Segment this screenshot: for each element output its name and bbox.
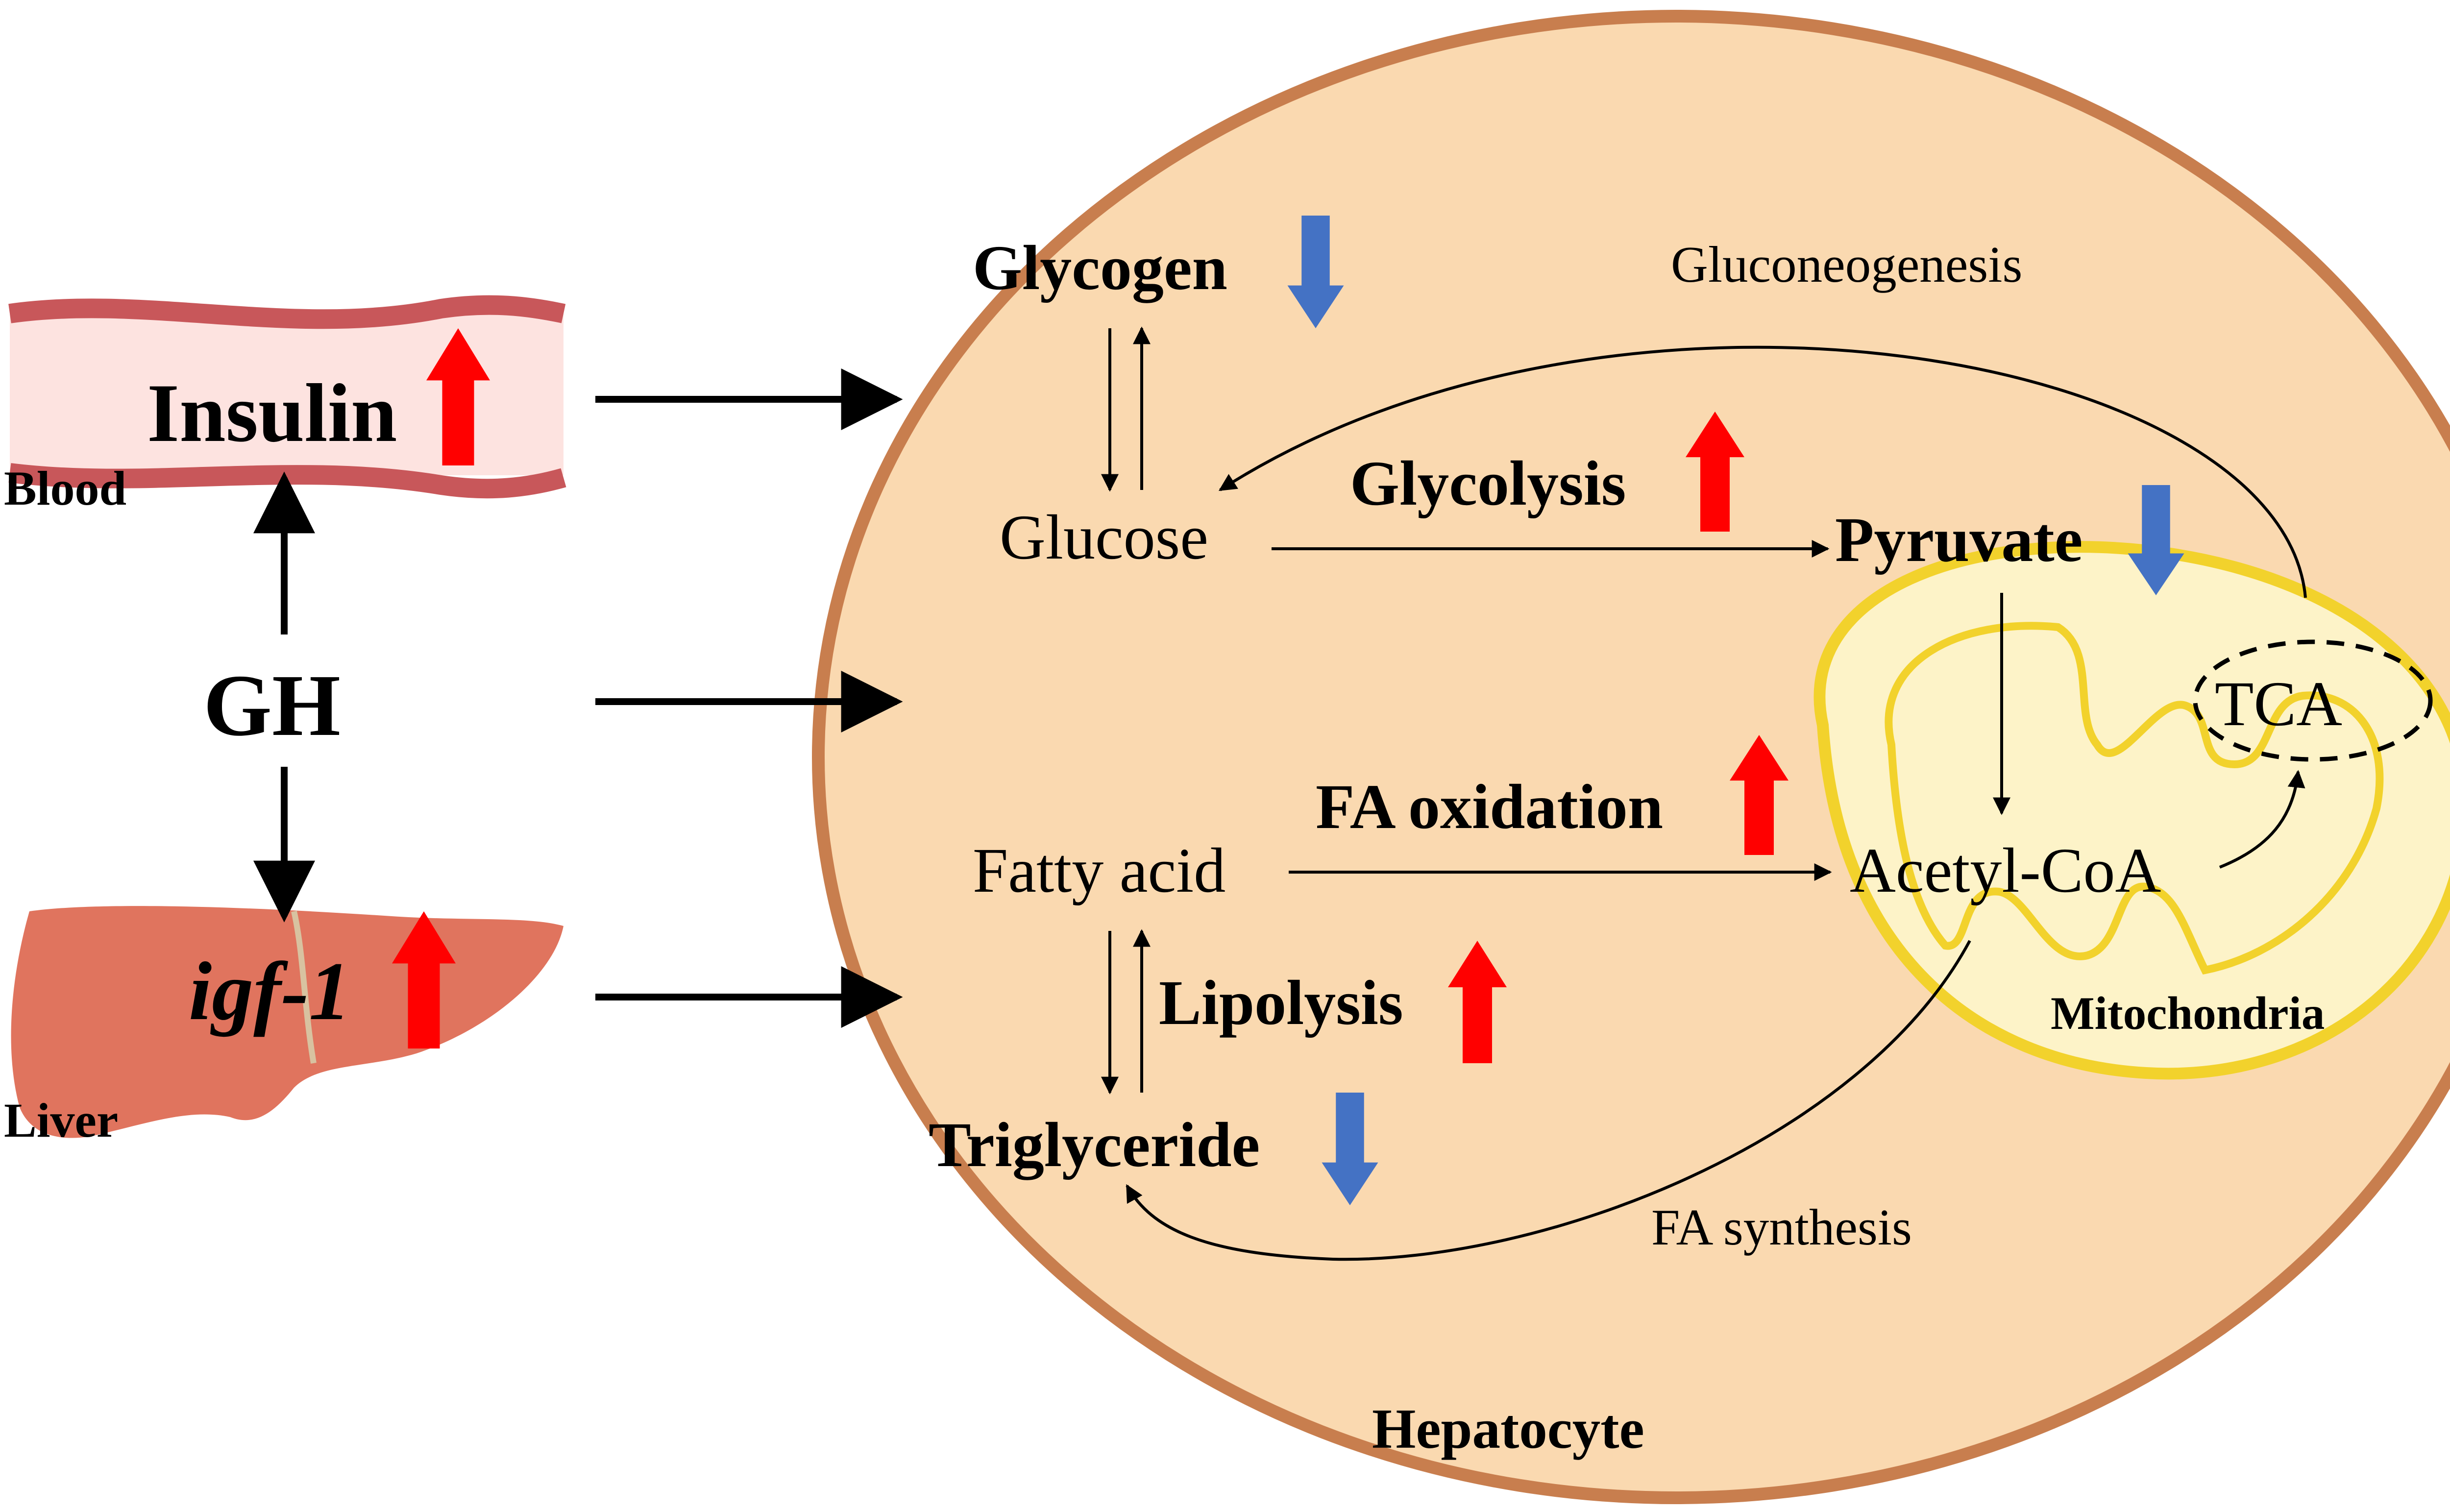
pathway-arrows bbox=[1101, 326, 2307, 1261]
labels: Insulin Blood GH igf-1 Liver Glycogen Gl… bbox=[4, 233, 2342, 1460]
fa-synthesis-arrow bbox=[1126, 940, 1971, 1261]
igf1-label: igf-1 bbox=[189, 945, 350, 1037]
glycogen-label: Glycogen bbox=[973, 233, 1227, 303]
signal-arrows bbox=[253, 368, 903, 1028]
glycogen-down-arrow-icon bbox=[1287, 216, 1344, 328]
insulin-label: Insulin bbox=[147, 367, 397, 459]
fa-oxidation-label: FA oxidation bbox=[1316, 772, 1663, 842]
insulin-up-arrow-icon bbox=[426, 328, 490, 465]
mitochondria-label: Mitochondria bbox=[2051, 987, 2325, 1039]
pyruvate-label: Pyruvate bbox=[1835, 505, 2082, 575]
fa-oxidation-up-arrow-icon bbox=[1730, 735, 1788, 855]
tca-label: TCA bbox=[2215, 669, 2342, 739]
gluconeogenesis-label: Gluconeogenesis bbox=[1671, 236, 2022, 293]
liver-label: Liver bbox=[4, 1093, 118, 1147]
glycolysis-up-arrow-icon bbox=[1686, 412, 1744, 532]
triglyceride-label: Triglyceride bbox=[929, 1110, 1260, 1180]
mitochondria-organelle bbox=[1813, 541, 2450, 1080]
glucose-label: Glucose bbox=[1000, 502, 1208, 573]
tca-cycle-ellipse bbox=[2193, 639, 2433, 762]
hepatocyte-label: Hepatocyte bbox=[1372, 1398, 1644, 1460]
hepatocyte-cell bbox=[812, 10, 2450, 1504]
blood-label: Blood bbox=[4, 461, 126, 515]
gh-label: GH bbox=[203, 657, 341, 754]
igf1-up-arrow-icon bbox=[392, 911, 456, 1049]
fatty-acid-label: Fatty acid bbox=[973, 835, 1225, 906]
lipolysis-label: Lipolysis bbox=[1159, 968, 1403, 1038]
fa-synthesis-label: FA synthesis bbox=[1651, 1198, 1912, 1256]
glycolysis-label: Glycolysis bbox=[1350, 448, 1626, 519]
acetylcoa-to-tca-arrow bbox=[2219, 770, 2305, 869]
lipolysis-up-arrow-icon bbox=[1448, 941, 1507, 1063]
gluconeogenesis-arrow bbox=[1218, 345, 2307, 598]
acetyl-coa-label: Acetyl-CoA bbox=[1850, 835, 2161, 906]
pyruvate-down-arrow-icon bbox=[2128, 485, 2184, 595]
regulation-arrows bbox=[392, 216, 2184, 1205]
triglyceride-down-arrow-icon bbox=[1322, 1093, 1378, 1205]
